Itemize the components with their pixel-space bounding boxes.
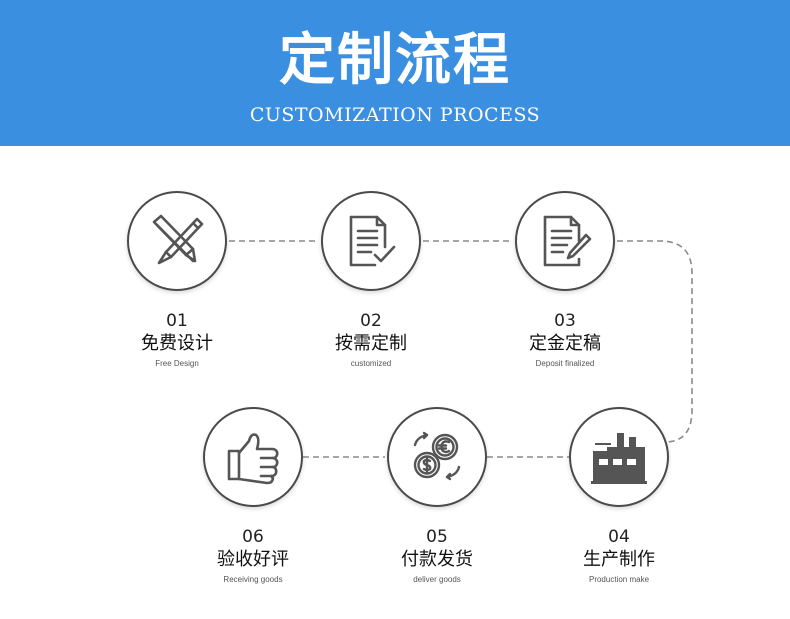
step-number: 04 xyxy=(608,527,630,547)
header-banner: 定制流程 CUSTOMIZATION PROCESS xyxy=(0,0,790,146)
step-subtitle: Production make xyxy=(588,575,650,584)
currency-coins-icon xyxy=(413,431,461,481)
step-circle xyxy=(569,407,669,507)
step-05: 05 付款发货 deliver goods xyxy=(357,407,517,586)
step-circle xyxy=(321,191,421,291)
step-title: 付款发货 xyxy=(401,549,473,570)
step-title: 生产制作 xyxy=(583,549,655,570)
step-subtitle: Deposit finalized xyxy=(535,359,595,368)
step-06: 06 验收好评 Receiving goods xyxy=(173,407,333,586)
page-subtitle: CUSTOMIZATION PROCESS xyxy=(249,104,541,126)
document-checkmark-icon xyxy=(349,215,396,267)
step-title: 验收好评 xyxy=(217,549,289,570)
step-03: 03 定金定稿 Deposit finalized xyxy=(485,191,645,370)
step-subtitle: Receiving goods xyxy=(223,575,283,584)
thumbs-up-icon xyxy=(227,433,279,485)
step-circle xyxy=(127,191,227,291)
step-subtitle: Free Design xyxy=(155,359,199,368)
step-number: 01 xyxy=(166,311,188,331)
factory-icon xyxy=(591,433,647,484)
page-title: 定制流程 xyxy=(279,28,511,93)
connector-03-04 xyxy=(617,240,693,443)
step-number: 05 xyxy=(426,527,448,547)
step-number: 02 xyxy=(360,311,382,331)
pencil-pen-crossed-icon xyxy=(152,214,204,265)
step-subtitle: deliver goods xyxy=(413,575,461,584)
step-number: 03 xyxy=(554,311,576,331)
step-01: 01 免费设计 Free Design xyxy=(97,191,257,370)
step-circle xyxy=(203,407,303,507)
step-number: 06 xyxy=(242,527,264,547)
step-title: 按需定制 xyxy=(335,333,407,354)
step-04: 04 生产制作 Production make xyxy=(539,407,699,586)
document-pencil-icon xyxy=(543,215,592,267)
step-02: 02 按需定制 customized xyxy=(291,191,451,370)
step-title: 免费设计 xyxy=(141,333,213,354)
step-circle xyxy=(515,191,615,291)
step-subtitle: customized xyxy=(350,359,392,368)
step-circle xyxy=(387,407,487,507)
step-title: 定金定稿 xyxy=(529,333,601,354)
